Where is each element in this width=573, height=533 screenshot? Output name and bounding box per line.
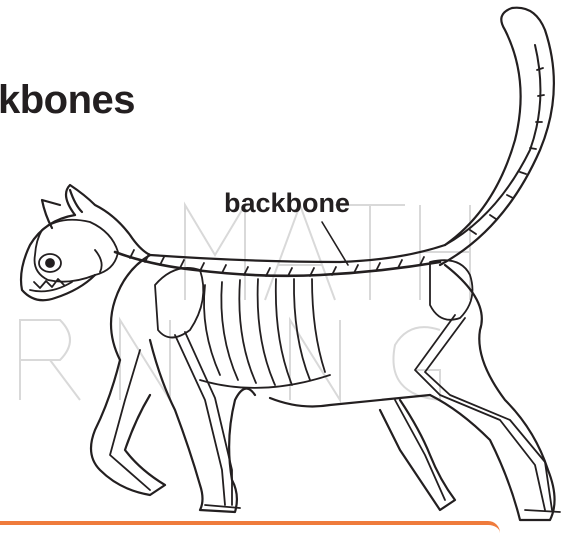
hindleg-bones xyxy=(395,315,560,512)
scapula xyxy=(155,268,203,338)
page-title: kbones xyxy=(0,78,135,123)
backbone xyxy=(115,45,544,276)
foreleg-bones xyxy=(110,332,240,508)
watermark-logo xyxy=(20,205,470,400)
bottom-accent-bar xyxy=(0,521,500,533)
backbone-label: backbone xyxy=(224,188,350,219)
rib-cage xyxy=(200,279,330,388)
backbone-leader-line xyxy=(322,222,348,265)
